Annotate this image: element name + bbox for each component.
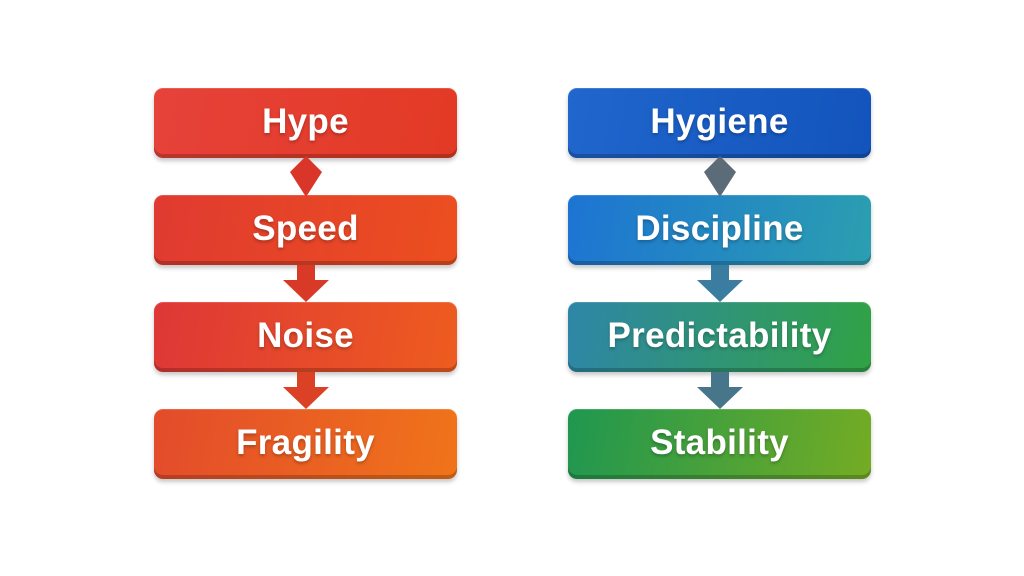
flow-box-noise: Noise: [154, 302, 457, 372]
flow-box-noise-label: Noise: [257, 316, 354, 355]
arrow-down-icon: [282, 372, 329, 409]
flow-box-hygiene: Hygiene: [568, 88, 871, 158]
left-connector-3: [154, 372, 457, 409]
flow-box-fragility-label: Fragility: [236, 423, 375, 462]
flow-box-discipline-label: Discipline: [635, 209, 804, 248]
right-connector-2: [568, 265, 871, 302]
flow-box-stability: Stability: [568, 409, 871, 479]
flow-box-hype-label: Hype: [262, 102, 349, 141]
arrow-down-icon: [696, 265, 743, 302]
arrow-down-icon: [696, 372, 743, 409]
diamond-down-icon: [289, 156, 322, 197]
diamond-down-icon: [703, 156, 736, 197]
flow-box-hygiene-label: Hygiene: [650, 102, 789, 141]
flow-box-speed: Speed: [154, 195, 457, 265]
right-flow-column: Hygiene Discipline Predictability Stabil…: [568, 88, 871, 479]
right-connector-1: [568, 156, 871, 197]
flow-box-stability-label: Stability: [650, 423, 789, 462]
flow-box-hype: Hype: [154, 88, 457, 158]
arrow-down-icon: [282, 265, 329, 302]
flow-box-fragility: Fragility: [154, 409, 457, 479]
flow-box-predictability: Predictability: [568, 302, 871, 372]
flow-box-predictability-label: Predictability: [607, 316, 832, 355]
left-connector-1: [154, 156, 457, 197]
flow-box-speed-label: Speed: [252, 209, 359, 248]
left-flow-column: Hype Speed Noise Fragility: [154, 88, 457, 479]
left-connector-2: [154, 265, 457, 302]
flow-box-discipline: Discipline: [568, 195, 871, 265]
right-connector-3: [568, 372, 871, 409]
